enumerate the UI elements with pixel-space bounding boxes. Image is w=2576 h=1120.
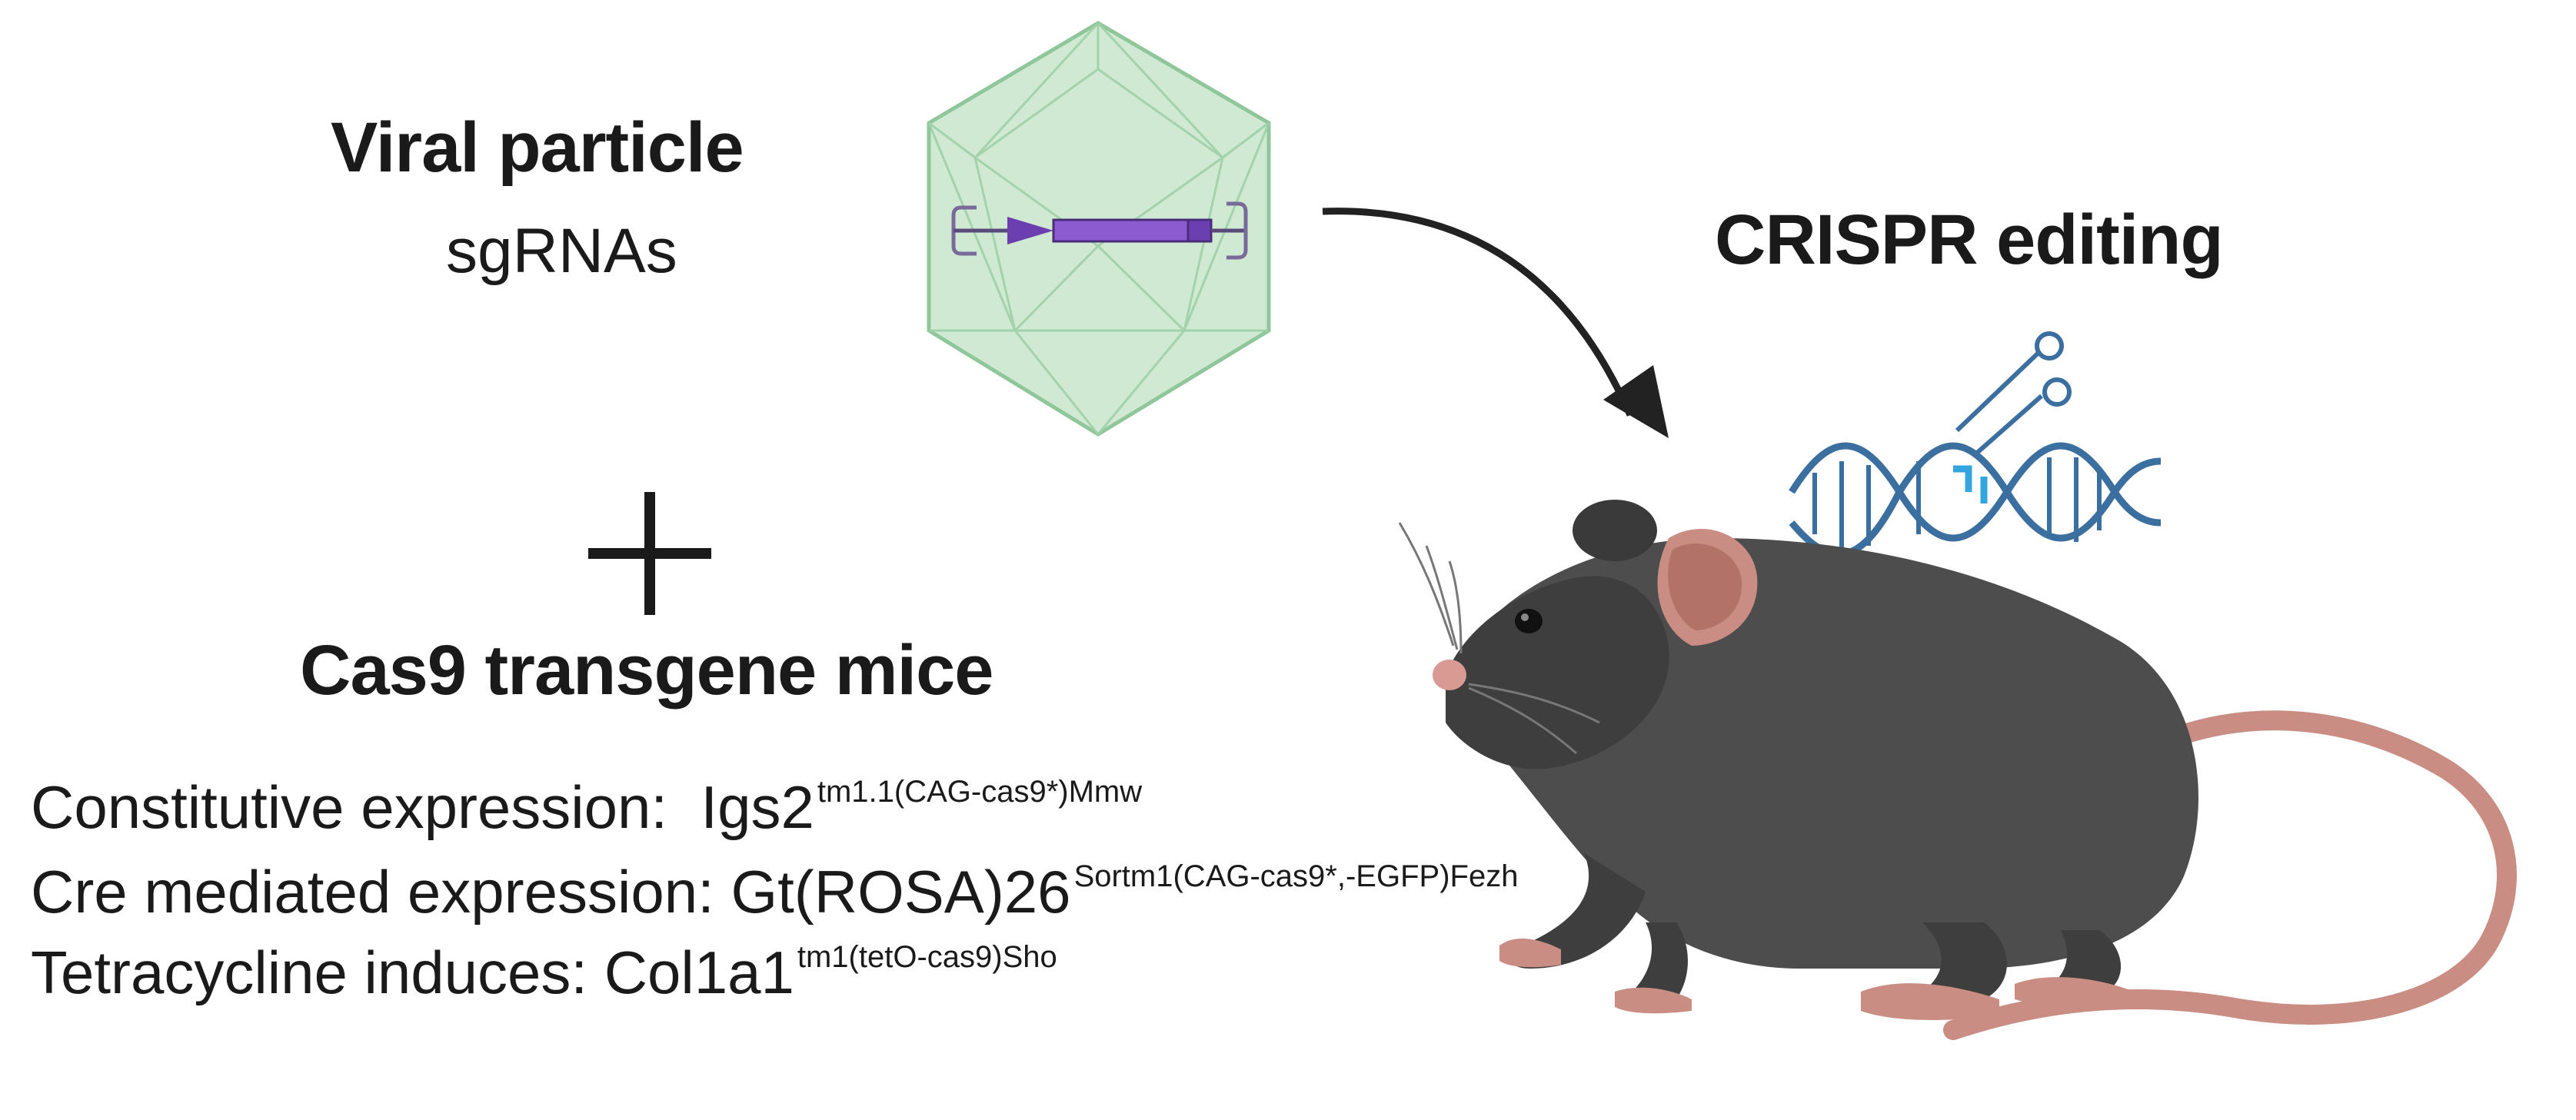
- dna-helix-icon: [1789, 331, 2162, 558]
- allele-superscript: tm1.1(CAG-cas9*)Mmw: [817, 775, 1143, 809]
- allele-superscript: Sortm1(CAG-cas9*,-EGFP)Fezh: [1073, 859, 1519, 893]
- crispr-editing-title: CRISPR editing: [1715, 201, 2224, 279]
- cas9-mice-title: Cas9 transgene mice: [300, 631, 993, 710]
- plasmid-vector-icon: [951, 201, 1248, 260]
- scissors-icon: [1955, 331, 2072, 456]
- expression-label: Constitutive expression:: [31, 773, 668, 841]
- gene-name: Igs2: [701, 773, 814, 841]
- gene-name: Col1a1: [604, 939, 794, 1006]
- expression-label: Cre mediated expression:: [31, 858, 714, 926]
- mouse-illustration: [1398, 500, 2517, 1040]
- allele-superscript: tm1(tetO-cas9)Sho: [797, 940, 1057, 974]
- curved-arrow-icon: [1322, 208, 1669, 438]
- icosahedral-capsid-icon: [927, 21, 1271, 437]
- gene-name: Gt(ROSA)26: [731, 858, 1071, 926]
- expression-label: Tetracycline induces:: [31, 939, 588, 1006]
- plus-sign-icon: [588, 492, 711, 615]
- viral-particle-title: Viral particle: [331, 108, 744, 187]
- sgrnas-label: sgRNAs: [446, 216, 677, 286]
